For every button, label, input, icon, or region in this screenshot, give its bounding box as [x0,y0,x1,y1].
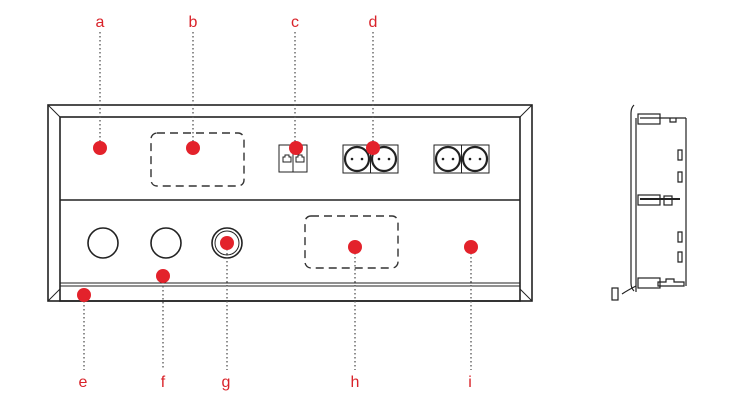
marker-e [77,288,91,302]
outer-frame [47,104,533,302]
marker-g [220,236,234,250]
power-sockets-2 [433,144,490,174]
label-f: f [161,374,166,391]
side-profile [611,104,687,301]
inner-frame [59,116,521,302]
marker-a [93,141,107,155]
leader-lines [83,32,472,370]
label-b: b [189,14,198,31]
schuko-socket-icon [461,145,489,173]
label-h: h [351,374,360,391]
rj45-icon [282,154,292,163]
label-c: c [291,14,299,31]
label-e: e [79,374,88,391]
round-port-2 [150,227,182,259]
label-i: i [468,374,472,391]
label-a: a [96,14,105,31]
module-slot-h [304,215,399,269]
front-view [47,104,533,302]
round-port-1 [87,227,119,259]
marker-h [348,240,362,254]
schuko-socket-icon [343,145,371,173]
marker-i [464,240,478,254]
label-g: g [222,374,231,391]
labels: a b c d e f g h i [79,14,472,391]
markers [77,141,478,302]
label-d: d [369,14,378,31]
marker-c [289,141,303,155]
schuko-socket-icon [434,145,462,173]
module-slot-b [150,132,245,187]
rj45-icon [295,154,305,163]
marker-b [186,141,200,155]
marker-f [156,269,170,283]
marker-d [366,141,380,155]
schuko-socket-icon [370,145,398,173]
